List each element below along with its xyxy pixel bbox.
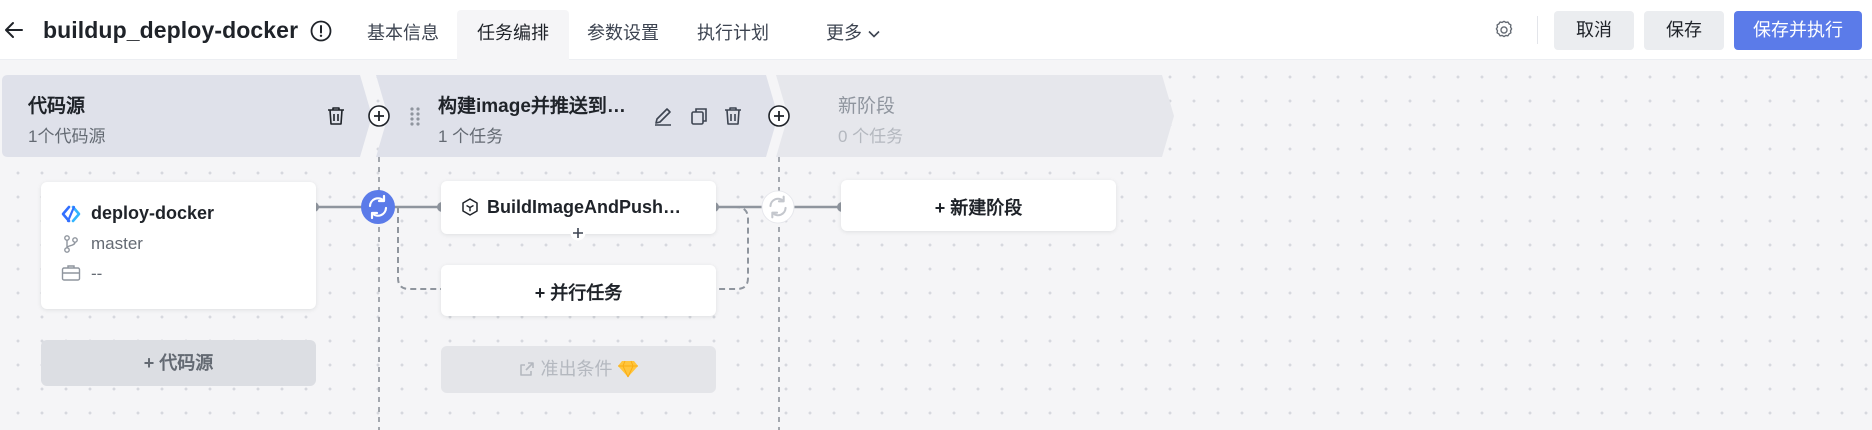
stage-subtitle: 0 个任务 bbox=[838, 127, 904, 146]
source-branch: master bbox=[91, 234, 143, 253]
tab-schedule[interactable]: 执行计划 bbox=[697, 23, 769, 43]
cancel-button[interactable]: 取消 bbox=[1554, 11, 1634, 50]
tab-basic-info[interactable]: 基本信息 bbox=[367, 23, 439, 43]
repo-logo-icon bbox=[61, 205, 81, 223]
tab-parameters[interactable]: 参数设置 bbox=[587, 23, 659, 43]
gem-icon bbox=[617, 360, 638, 378]
save-button[interactable]: 保存 bbox=[1644, 11, 1724, 50]
copy-icon[interactable] bbox=[688, 105, 710, 127]
stage-bg bbox=[2, 75, 372, 157]
stage-title: 新阶段 bbox=[838, 96, 896, 117]
back-arrow-icon[interactable] bbox=[2, 18, 26, 42]
gear-icon[interactable] bbox=[1493, 19, 1515, 41]
source-extra: -- bbox=[91, 264, 103, 283]
source-name: deploy-docker bbox=[91, 203, 215, 223]
exit-condition-icon bbox=[520, 362, 535, 376]
stage-build-image[interactable]: 构建image并推送到… 1 个任务 bbox=[376, 75, 778, 157]
header-divider bbox=[1537, 16, 1538, 44]
save-and-run-button[interactable]: 保存并执行 bbox=[1734, 11, 1862, 50]
trash-icon[interactable] bbox=[722, 105, 744, 127]
exit-condition-button[interactable]: 准出条件 bbox=[441, 346, 716, 393]
stage-code-source[interactable]: 代码源 1个代码源 bbox=[2, 75, 372, 157]
task-card[interactable]: BuildImageAndPush… bbox=[441, 181, 716, 234]
stage-title: 构建image并推送到… bbox=[438, 96, 626, 117]
info-icon[interactable] bbox=[310, 20, 332, 42]
plus-circle-icon[interactable] bbox=[767, 104, 791, 128]
stage-subtitle: 1个代码源 bbox=[28, 127, 106, 146]
tab-more-label: 更多 bbox=[826, 23, 862, 43]
sync-icon[interactable] bbox=[360, 189, 396, 225]
stage-bg bbox=[376, 75, 778, 157]
branch-icon bbox=[64, 235, 78, 253]
trash-icon[interactable] bbox=[325, 105, 347, 127]
stage-bg bbox=[776, 75, 1174, 157]
top-bar: buildup_deploy-docker 基本信息 任务编排 参数设置 执行计… bbox=[0, 0, 1872, 60]
chevron-down-icon bbox=[868, 30, 880, 38]
pipeline-title: buildup_deploy-docker bbox=[43, 17, 299, 43]
parallel-task-button[interactable]: + 并行任务 bbox=[441, 265, 716, 316]
stage-title: 代码源 bbox=[28, 96, 86, 117]
hexagon-icon bbox=[462, 198, 478, 216]
stage-subtitle: 1 个任务 bbox=[438, 127, 504, 146]
sync-icon[interactable] bbox=[761, 190, 795, 224]
task-name: BuildImageAndPush… bbox=[487, 197, 682, 217]
add-code-source-button[interactable]: + 代码源 bbox=[41, 340, 316, 386]
new-stage-label: + 新建阶段 bbox=[934, 198, 1023, 218]
drag-handle-icon[interactable] bbox=[404, 105, 426, 127]
stage-new[interactable]: 新阶段 0 个任务 bbox=[776, 75, 1174, 157]
code-source-card[interactable]: deploy-docker master -- bbox=[41, 182, 316, 309]
parallel-task-label: + 并行任务 bbox=[534, 283, 623, 303]
pencil-icon[interactable] bbox=[652, 105, 674, 127]
exit-condition-label: 准出条件 bbox=[540, 359, 613, 379]
add-serial-task-icon[interactable] bbox=[570, 225, 586, 241]
tab-task-orchestration[interactable]: 任务编排 bbox=[457, 10, 569, 60]
briefcase-icon bbox=[61, 265, 81, 281]
tab-more[interactable]: 更多 bbox=[808, 10, 898, 60]
new-stage-button[interactable]: + 新建阶段 bbox=[841, 180, 1116, 231]
plus-circle-icon[interactable] bbox=[367, 104, 391, 128]
